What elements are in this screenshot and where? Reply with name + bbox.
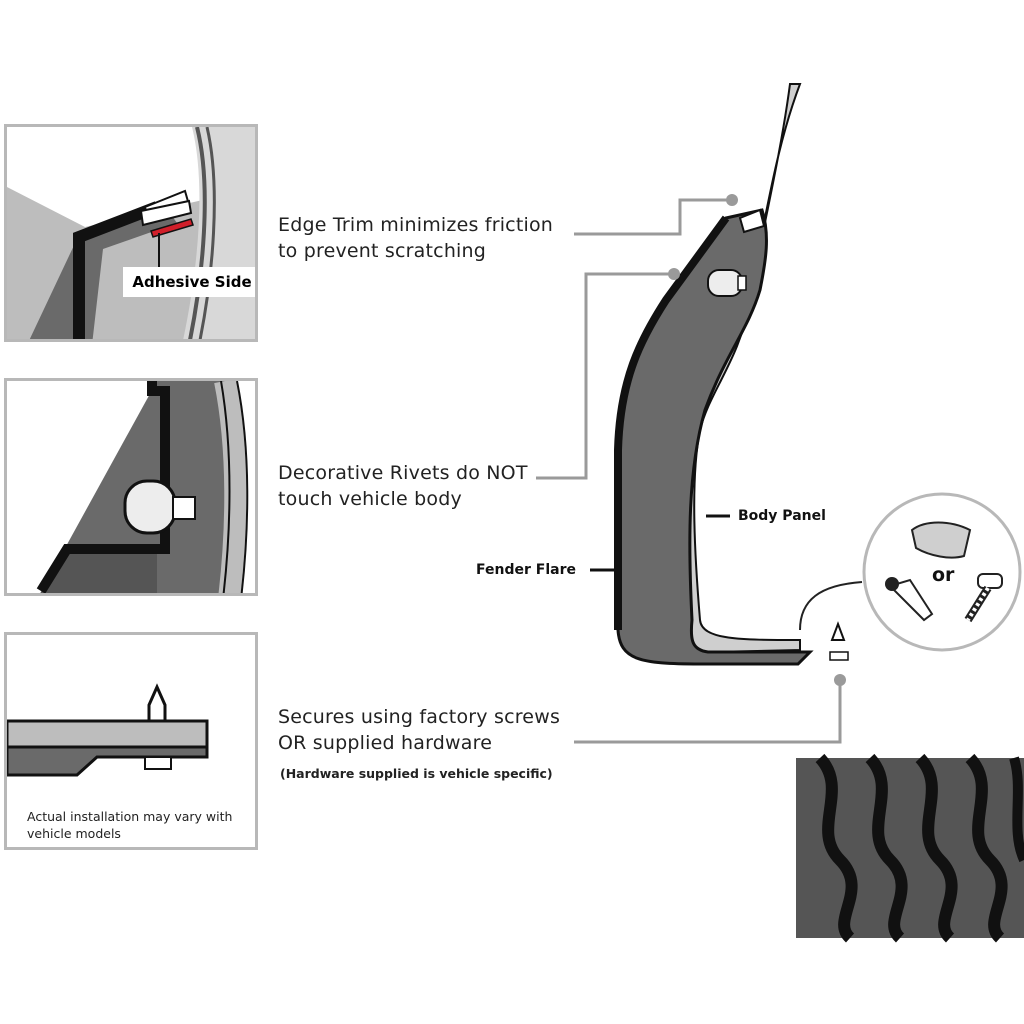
adhesive-side-label: Adhesive Side xyxy=(123,267,255,297)
body-panel-label: Body Panel xyxy=(738,508,826,524)
install-note-line-1: Actual installation may vary with xyxy=(27,809,233,824)
edge-trim-callout: Edge Trim minimizes friction to prevent … xyxy=(278,212,553,264)
fender-flare-label: Fender Flare xyxy=(476,562,576,578)
rivet-detail-illustration xyxy=(7,381,249,593)
hardware-note: (Hardware supplied is vehicle specific) xyxy=(280,766,553,781)
secures-callout-line-1: Secures using factory screws xyxy=(278,706,561,728)
edge-trim-callout-line-2: to prevent scratching xyxy=(278,240,487,262)
rivets-callout-line-1: Decorative Rivets do NOT xyxy=(278,462,528,484)
secures-callout-line-2: OR supplied hardware xyxy=(278,732,493,754)
rivets-callout: Decorative Rivets do NOT touch vehicle b… xyxy=(278,460,528,512)
fastener-detail-illustration xyxy=(7,683,209,777)
tire-tread xyxy=(796,753,1024,943)
install-note-line-2: vehicle models xyxy=(27,826,121,841)
rivet-detail-panel xyxy=(4,378,258,596)
edge-trim-detail-illustration xyxy=(7,127,255,339)
or-label: or xyxy=(932,564,955,586)
fastener-detail-panel: Actual installation may vary with vehicl… xyxy=(4,632,258,850)
edge-trim-callout-line-1: Edge Trim minimizes friction xyxy=(278,214,554,236)
edge-trim-detail-panel: Adhesive Side xyxy=(4,124,258,342)
secures-callout: Secures using factory screws OR supplied… xyxy=(278,704,560,756)
rivets-callout-line-2: touch vehicle body xyxy=(278,488,462,510)
